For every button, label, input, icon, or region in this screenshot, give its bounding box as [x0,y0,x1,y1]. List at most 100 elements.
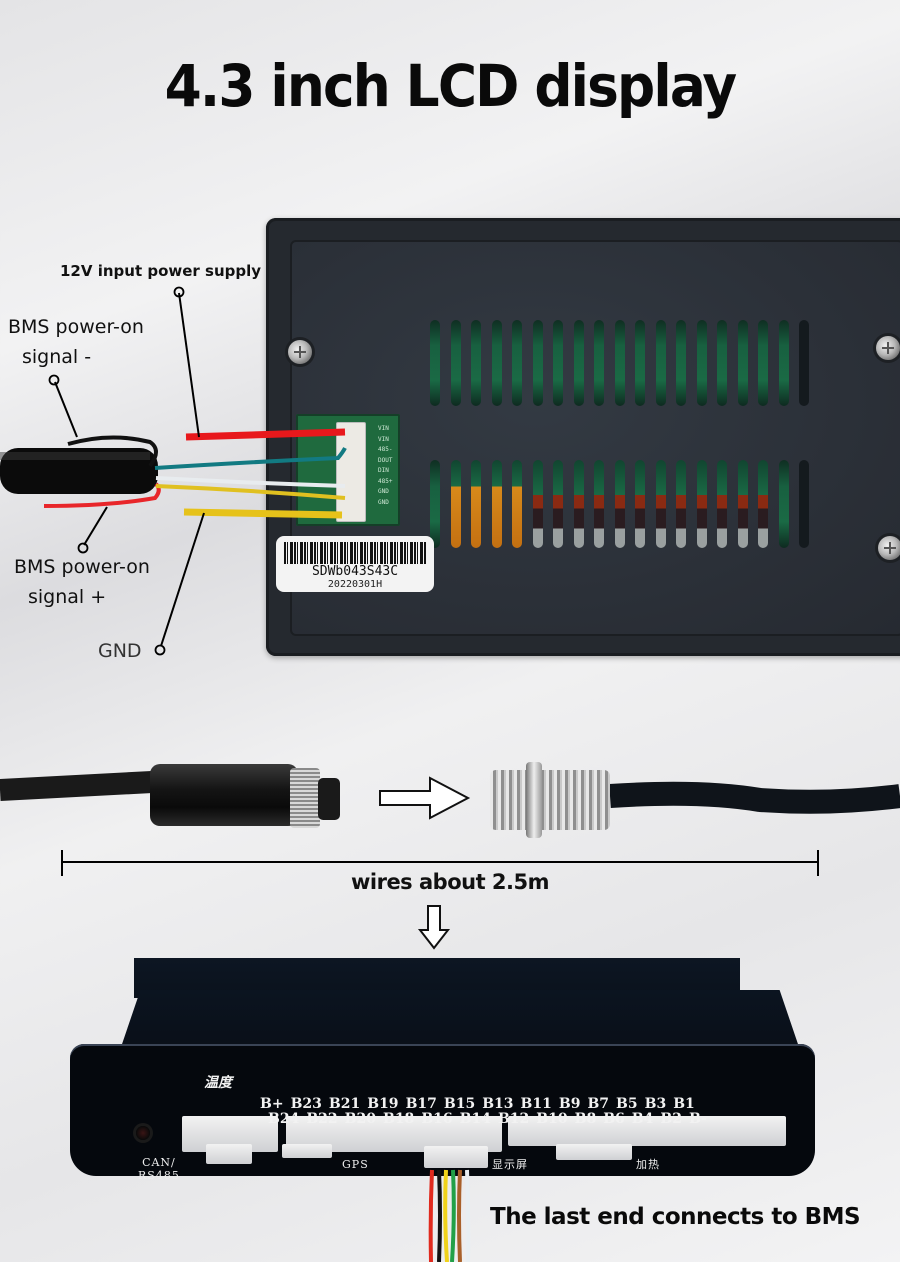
wire-data-teal [154,447,347,470]
cell-terminal-label: B15 [443,1096,476,1112]
vent-slot [430,460,440,548]
vent-slot [696,460,707,548]
gps-port-connector [282,1144,332,1158]
label-bms-signal-minus-1: BMS power-on [8,316,144,338]
label-12v-power: 12V input power supply [60,262,262,280]
vent-slot [676,320,686,406]
leader-line [83,506,108,546]
vent-slot [532,320,543,406]
barcode [284,542,426,564]
cell-terminal-label: B19 [367,1096,399,1112]
vent-slot [635,320,645,406]
display-wire [443,1169,449,1262]
label-bms-signal-plus-2: signal + [28,586,107,608]
wire-signal-minus [67,435,158,468]
cell-terminal-label: B4 [631,1111,654,1127]
cell-terminal-label: B+ [260,1096,284,1112]
cell-terminal-label: B21 [328,1096,361,1112]
vent-slot [717,460,727,548]
vent-slot [778,460,789,548]
pin-label: 485+ [378,477,393,485]
pin-label: VIN [378,425,389,432]
vent-slot [737,460,748,548]
lcd-display-back [266,218,900,656]
date-code: 20220301H [327,579,383,590]
cell-terminal-label: B17 [405,1096,437,1112]
screw-icon [288,340,312,364]
vent-slot [553,460,563,548]
vent-slot [491,460,502,548]
vent-slot [676,460,686,548]
aviation-plug [150,764,298,826]
arrow-right-icon [379,776,471,820]
vent-slot [594,460,604,548]
vent-row-bottom [430,460,809,548]
plug-tip [318,778,340,820]
leader-dot [173,286,185,298]
cell-terminal-label: B16 [421,1111,453,1127]
can-port-connector [206,1144,252,1164]
vent-slot [696,320,707,406]
cable-length-label: wires about 2.5m [350,870,550,894]
extension-cable-right [609,781,900,814]
display-wire [428,1169,434,1262]
cell-terminal-label: B23 [290,1096,322,1112]
vent-slot [799,320,809,406]
leader-line [54,381,78,438]
label-gnd: GND [98,640,142,662]
display-port-connector [424,1146,488,1168]
vent-slot [471,460,481,548]
cell-terminal-label: B20 [344,1111,376,1127]
bms-port [508,1116,786,1146]
cell-terminal-label: B6 [603,1111,625,1127]
screw-icon [876,336,900,360]
screw-icon [878,536,900,560]
vent-slot [758,460,768,548]
cell-terminal-label: B11 [520,1096,552,1112]
pin-label: DOUT [378,456,393,464]
cell-terminal-label: B10 [536,1111,568,1127]
vent-slot [594,320,604,406]
label-bms-signal-minus-2: signal - [22,346,92,368]
socket-flange [526,762,542,838]
gps-label: GPS [342,1158,369,1171]
vent-slot [573,320,584,406]
pin-label: GND [378,498,389,506]
vent-row-top [430,320,809,406]
cell-terminal-label: B22 [306,1111,338,1127]
display-wire [465,1169,471,1262]
display-wire [450,1169,456,1262]
wire-gnd [183,508,343,519]
vent-slot [430,320,440,406]
wire-connector [336,422,366,522]
page-title: 4.3 inch LCD display [164,52,738,120]
vent-slot [737,320,748,406]
cell-terminal-label: B2 [660,1111,682,1127]
vent-slot [655,320,666,406]
wire-signal-plus [43,482,161,508]
display-wire [437,1169,442,1262]
cell-terminal-label: B5 [616,1096,638,1112]
vent-slot [635,460,645,548]
vent-slot [614,460,625,548]
cell-terminal-label: B18 [382,1111,415,1127]
wire-power [185,428,346,441]
wire-data-yellow [155,484,346,500]
vent-slot [778,320,789,406]
cell-terminal-label: B- [688,1111,707,1127]
cell-terminal-label: B12 [497,1111,530,1127]
can-rs485-label: CAN/ RS485 [138,1156,180,1182]
display-port-label: 显示屏 [492,1158,528,1171]
pin-label: 485- [378,446,393,453]
can-label: CAN/ [142,1156,176,1169]
vent-slot [614,320,625,406]
vent-slot [758,320,768,406]
heating-port-connector [556,1144,632,1160]
display-wire [457,1169,462,1262]
pin-label: DIN [378,467,389,474]
leader-dot [154,644,166,656]
